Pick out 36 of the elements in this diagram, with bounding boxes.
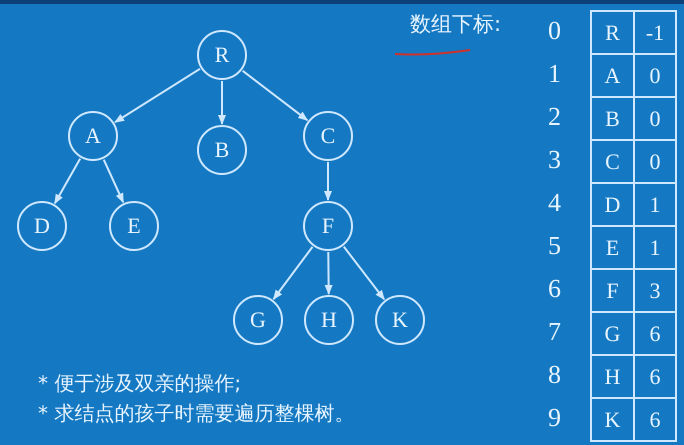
- index-number: 1: [548, 59, 561, 89]
- tree-node-circle: D: [17, 201, 67, 251]
- index-number: 9: [548, 403, 561, 433]
- arrow: [324, 252, 333, 295]
- index-number: 6: [548, 274, 561, 304]
- arrow: [272, 246, 314, 300]
- index-number: 5: [548, 231, 561, 261]
- bullet-note: * 求结点的孩子时需要遍历整棵树。: [38, 400, 354, 427]
- arrow: [114, 68, 201, 124]
- arrow: [102, 159, 124, 204]
- tree-node-circle: F: [303, 201, 353, 251]
- table-cell: R: [590, 10, 635, 55]
- tree-node-circle: K: [375, 295, 425, 345]
- tree-node-circle: G: [233, 295, 283, 345]
- arrow: [343, 246, 385, 300]
- index-number: 2: [548, 102, 561, 132]
- tree-node-circle: R: [197, 30, 247, 80]
- arrow: [218, 81, 226, 125]
- tree-node-circle: C: [303, 111, 353, 161]
- tree-node-circle: E: [109, 201, 159, 251]
- arrow: [324, 162, 332, 201]
- index-number: 0: [548, 16, 561, 46]
- index-number: 3: [548, 145, 561, 175]
- tree-node-circle: A: [68, 111, 118, 161]
- table-cell: K: [590, 397, 635, 442]
- index-number: 4: [548, 188, 561, 218]
- index-heading: 数组下标:: [410, 11, 502, 38]
- table-cell: 6: [633, 397, 677, 442]
- arrow: [54, 158, 82, 204]
- tree-node-circle: H: [304, 295, 354, 345]
- index-number: 7: [548, 317, 561, 347]
- index-number: 8: [548, 360, 561, 390]
- table-cell: -1: [633, 10, 677, 55]
- bullet-note: * 便于涉及双亲的操作;: [38, 370, 242, 397]
- tree-node-circle: B: [197, 125, 247, 175]
- arrow: [242, 70, 308, 121]
